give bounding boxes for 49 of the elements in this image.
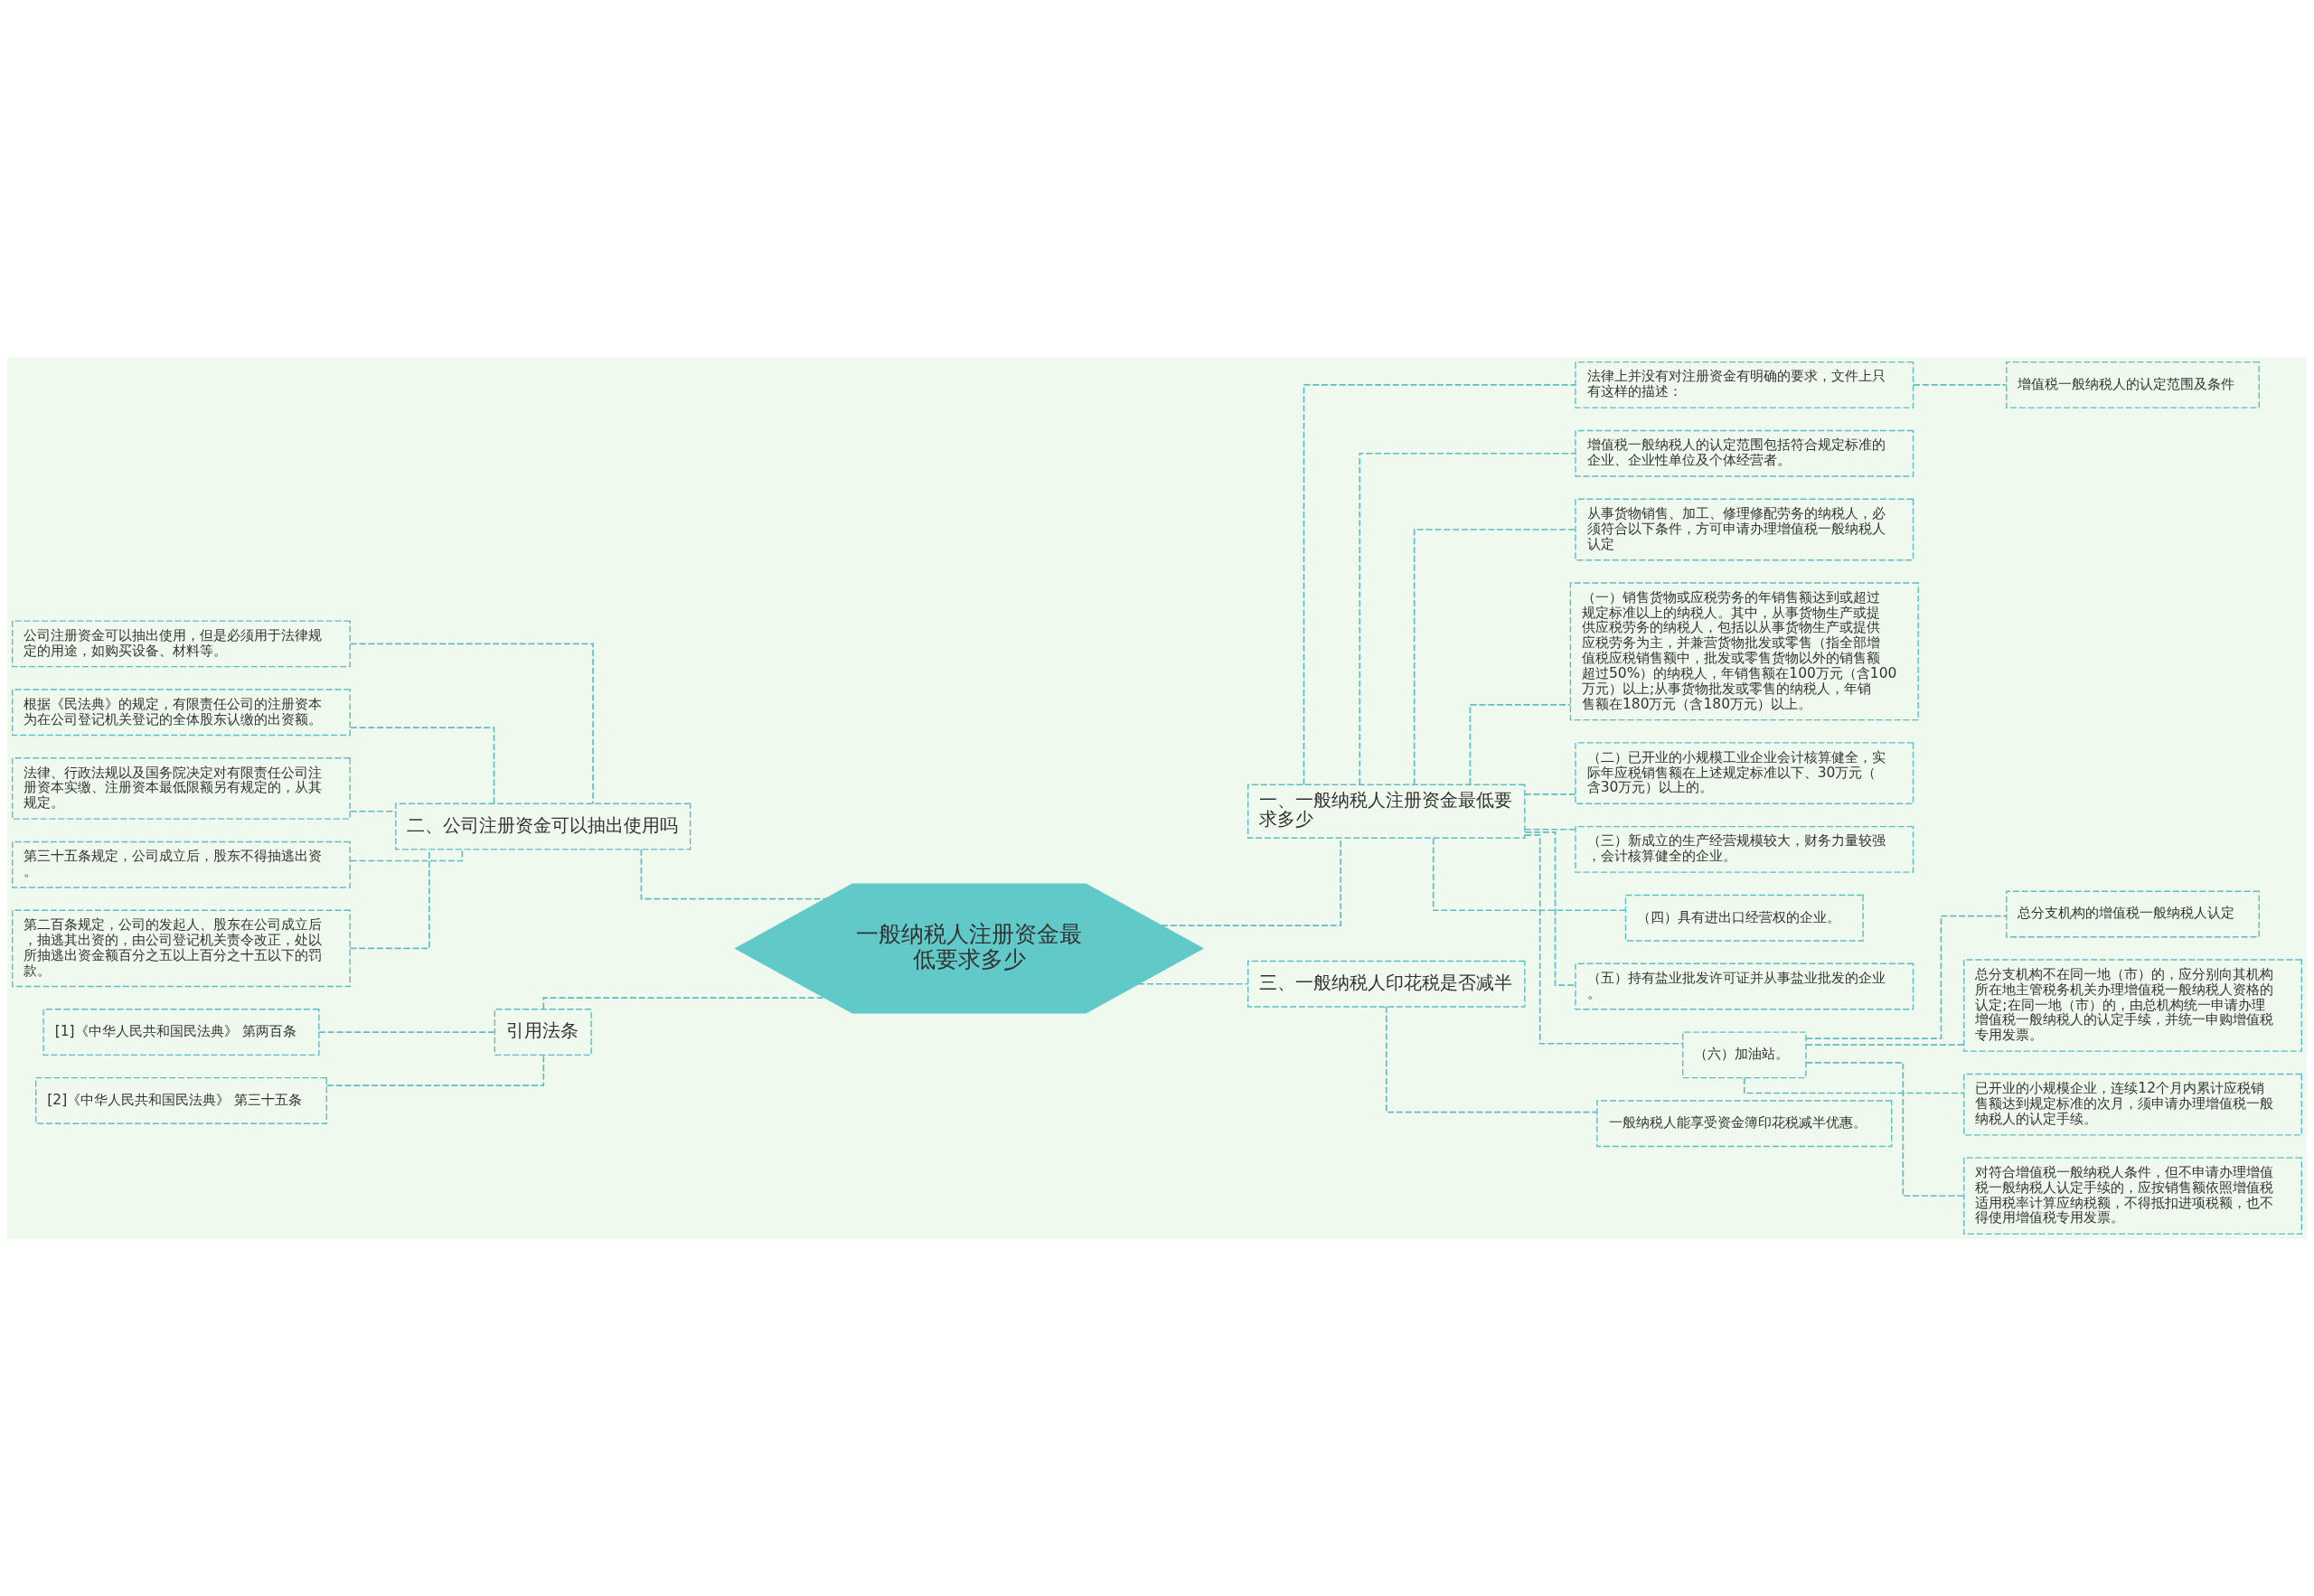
connector <box>349 643 594 804</box>
node-box: 总分支机构不在同一地（市）的，应分别向其机构所在地主管税务机关办理增值税一般纳税人资格的认定;在同一地（市）的，由总机构统一申请办理增值税一般纳税人的认定手续，并统一申购增值税专用发票。 <box>1963 959 2302 1052</box>
connector <box>1469 703 1572 785</box>
node-box: 已开业的小规模企业，连续12个月内累计应税销售额达到规定标准的次月，须申请办理增值税一般纳税人的认定手续。 <box>1963 1073 2302 1136</box>
node-box: [2]《中华人民共和国民法典》 第三十五条 <box>35 1076 327 1124</box>
connector <box>349 810 397 812</box>
node-box: 引用法条 <box>494 1009 592 1056</box>
connector <box>318 1031 495 1033</box>
connector <box>1524 793 1576 795</box>
node-box: 一、一般纳税人注册资金最低要求多少 <box>1247 784 1526 839</box>
node-box: （一）销售货物或应税劳务的年销售额达到或超过规定标准以上的纳税人。其中，从事货物生产或提供应税劳务的纳税人，包括以从事货物生产或提供应税劳务为主，并兼营货物批发或零售（指全部增值税应税销售额中，批发或零售货物以外的销售额超过50%）的纳税人，年销售额在100万元（含100万元）以上;从事货物批发或零售的纳税人，年销售额在180万元（含180万元）以上。 <box>1569 582 1919 721</box>
node-box: （三）新成立的生产经营规模较大，财务力量较强，会计核算健全的企业。 <box>1575 825 1914 873</box>
node-box: 三、一般纳税人印花税是否减半 <box>1247 960 1526 1008</box>
connector <box>1413 529 1576 785</box>
connector <box>349 727 495 805</box>
connector <box>1913 384 2008 386</box>
connector <box>1524 828 1576 831</box>
node-box: 第二百条规定，公司的发起人、股东在公司成立后，抽逃其出资的，由公司登记机关责令改正，处以所抽逃出资金额百分之五以上百分之十五以下的罚款。 <box>12 909 351 988</box>
connector <box>1805 1061 1964 1197</box>
connector <box>1137 982 1249 985</box>
connector <box>349 849 464 862</box>
node-box: [1]《中华人民共和国民法典》 第两百条 <box>42 1009 320 1056</box>
connector <box>325 1054 545 1086</box>
node-box: 总分支机构的增值税一般纳税人认定 <box>2006 890 2260 938</box>
node-box: 一般纳税人能享受资金簿印花税减半优惠。 <box>1596 1100 1893 1148</box>
node-box: 从事货物销售、加工、修理修配劳务的纳税人，必须符合以下条件，方可申请办理增值税一般纳税人认定 <box>1575 498 1914 561</box>
connector <box>640 849 826 900</box>
connector <box>1524 831 1576 986</box>
node-box: 法律、行政法规以及国务院决定对有限责任公司注册资本实缴、注册资本最低限额另有规定的，从其规定。 <box>12 757 351 820</box>
node-box: （六）加油站。 <box>1682 1031 1807 1079</box>
node-box: 对符合增值税一般纳税人条件，但不申请办理增值税一般纳税人认定手续的，应按销售额依照增值税适用税率计算应纳税额，不得抵扣进项税额，也不得使用增值税专用发票。 <box>1963 1157 2302 1235</box>
connector <box>1385 1006 1598 1113</box>
node-box: 增值税一般纳税人的认定范围包括符合规定标准的企业、企业性单位及个体经营者。 <box>1575 429 1914 477</box>
connector <box>1805 1044 1965 1046</box>
node-box: （二）已开业的小规模工业企业会计核算健全，实际年应税销售额在上述规定标准以下、30万元（含30万元）以上的。 <box>1575 742 1914 805</box>
node-box: 根据《民法典》的规定，有限责任公司的注册资本为在公司登记机关登记的全体股东认缴的出资额。 <box>12 689 351 737</box>
connector <box>1805 915 2008 1039</box>
node-box: 二、公司注册资金可以抽出使用吗 <box>395 803 691 850</box>
node-box: 公司注册资金可以抽出使用，但是必须用于法律规定的用途，如购买设备、材料等。 <box>12 620 351 668</box>
node-box: 第三十五条规定，公司成立后，股东不得抽逃出资。 <box>12 840 351 888</box>
connector <box>1524 834 1684 1045</box>
node-box: （四）具有进出口经营权的企业。 <box>1624 894 1864 942</box>
connector <box>1359 452 1576 785</box>
node-box: 增值税一般纳税人的认定范围及条件 <box>2006 361 2260 408</box>
connector <box>1303 384 1576 786</box>
connector <box>542 997 826 1010</box>
node-box: （五）持有盐业批发许可证并从事盐业批发的企业。 <box>1575 962 1914 1010</box>
node-box: 法律上并没有对注册资金有明确的要求，文件上只有这样的描述： <box>1575 361 1914 408</box>
connector <box>1432 837 1627 912</box>
